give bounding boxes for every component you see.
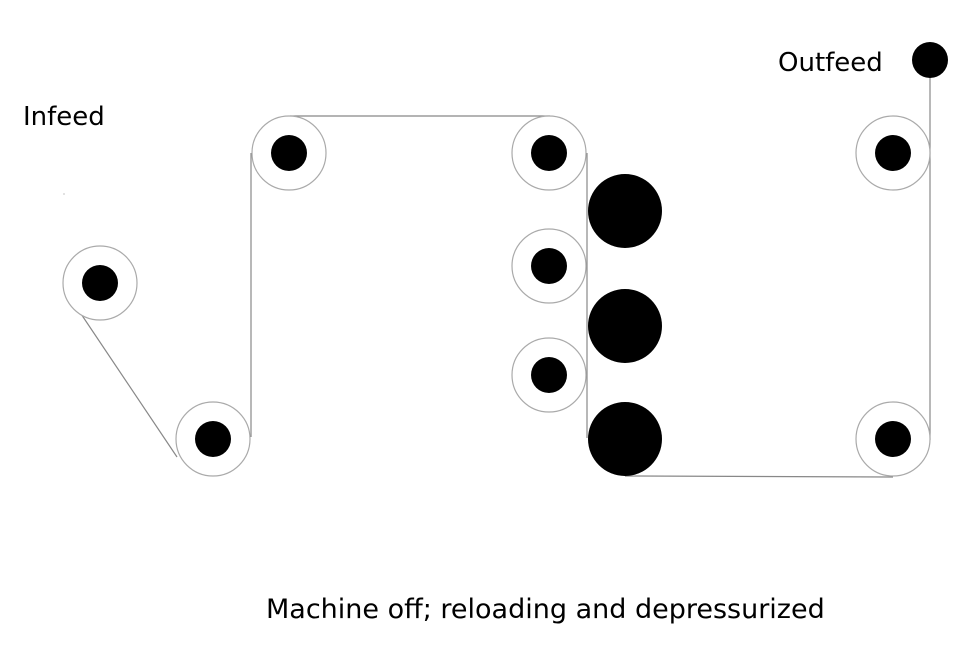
idler-roller-top-right — [855, 115, 931, 191]
pressure-roller-bottom — [588, 402, 662, 476]
idler-roller-bottom-right — [855, 401, 931, 477]
idler-roller-bottom-left — [175, 401, 251, 477]
stray-dot — [63, 193, 65, 195]
pressure-roller-top — [588, 174, 662, 248]
idler-roller-nip-lower — [511, 337, 587, 413]
web-segment-infeed-to-bottom-left — [64, 289, 178, 458]
web-path — [64, 78, 931, 478]
status-caption: Machine off; reloading and depressurized — [266, 594, 825, 625]
idler-roller-infeed — [62, 245, 138, 321]
idler-roller-nip-upper — [511, 228, 587, 304]
outfeed-roller — [912, 42, 948, 78]
idler-roller-top-left — [251, 115, 327, 191]
web-segment-bottom-span — [624, 475, 894, 478]
outfeed-label: Outfeed — [778, 48, 883, 78]
infeed-label: Infeed — [23, 102, 105, 132]
pressure-roller-middle — [588, 289, 662, 363]
idler-roller-top-middle — [511, 115, 587, 191]
